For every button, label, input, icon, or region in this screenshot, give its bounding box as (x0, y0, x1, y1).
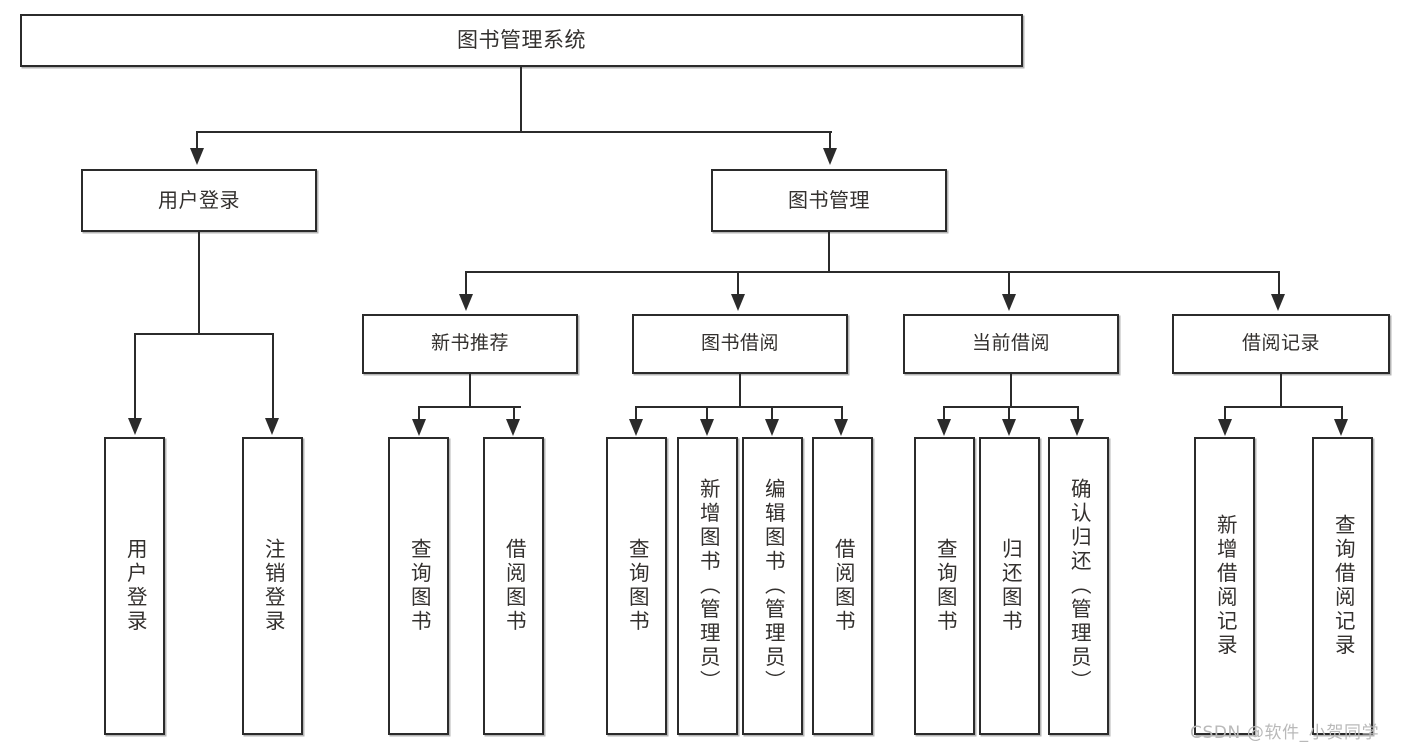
connector-user-login-drop-2 (271, 333, 274, 420)
connector-current-borrow-drop-1 (943, 406, 946, 420)
arrowhead-leaf-borrow-book-1 (506, 419, 521, 436)
connector-borrow-record-drop-1 (1224, 406, 1227, 420)
connector-new-book-drop-2 (512, 406, 515, 420)
connector-book-borrow-drop-3 (771, 406, 774, 420)
connector-book-manage-drop-3 (1008, 271, 1011, 295)
node-book-borrow[interactable]: 图书借阅 (632, 314, 848, 374)
node-label: 当前借阅 (971, 332, 1050, 355)
connector-current-borrow-drop-2 (1008, 406, 1011, 420)
arrowhead-leaf-confirm-return (1070, 419, 1085, 436)
connector-borrow-record-drop-2 (1340, 406, 1343, 420)
arrowhead-leaf-add-book (699, 419, 714, 436)
arrowhead-leaf-add-record (1217, 419, 1232, 436)
arrowhead-new-book-recommend (458, 294, 473, 311)
leaf-add-borrow-record[interactable]: 新增借阅记录 (1194, 437, 1255, 735)
node-label: 借阅记录 (1241, 332, 1320, 355)
connector-new-book-bus (418, 406, 521, 409)
node-label: 用户登录 (158, 188, 240, 213)
leaf-borrow-book[interactable]: 借阅图书 (812, 437, 873, 735)
node-label: 注销登录 (261, 538, 286, 634)
connector-book-borrow-bus (635, 406, 843, 409)
node-label: 图书管理系统 (457, 27, 586, 52)
connector-root-drop-left (196, 131, 199, 151)
connector-book-borrow-drop-4 (840, 406, 843, 420)
arrowhead-leaf-query-record (1334, 419, 1349, 436)
node-label: 新增图书（管理员） (696, 478, 721, 694)
node-label: 归还图书 (998, 538, 1023, 634)
node-label: 新书推荐 (430, 332, 509, 355)
node-borrow-record[interactable]: 借阅记录 (1172, 314, 1390, 374)
arrowhead-leaf-query-book-3 (936, 419, 951, 436)
arrowhead-borrow-record (1271, 294, 1286, 311)
leaf-query-book-current[interactable]: 查询图书 (914, 437, 975, 735)
arrowhead-leaf-borrow-book-2 (834, 419, 849, 436)
arrowhead-book-manage (822, 148, 837, 165)
node-label: 确认归还（管理员） (1067, 478, 1092, 694)
node-book-management[interactable]: 图书管理 (711, 169, 947, 232)
leaf-logout[interactable]: 注销登录 (242, 437, 303, 735)
connector-book-manage-drop-1 (465, 271, 468, 295)
leaf-user-login[interactable]: 用户登录 (104, 437, 165, 735)
connector-current-borrow-stem (1009, 374, 1013, 408)
node-user-login[interactable]: 用户登录 (81, 169, 317, 232)
connector-book-borrow-drop-2 (706, 406, 709, 420)
leaf-edit-book-admin[interactable]: 编辑图书（管理员） (742, 437, 803, 735)
connector-book-manage-stem (827, 232, 831, 273)
leaf-query-book-borrow[interactable]: 查询图书 (606, 437, 667, 735)
arrowhead-leaf-return-book (1001, 419, 1016, 436)
arrowhead-current-borrow (1001, 294, 1016, 311)
node-label: 查询图书 (625, 538, 650, 634)
node-label: 用户登录 (123, 538, 148, 634)
arrowhead-book-borrow (730, 294, 745, 311)
connector-new-book-stem (468, 374, 472, 408)
arrowhead-leaf-query-book-1 (411, 419, 426, 436)
leaf-return-book[interactable]: 归还图书 (979, 437, 1040, 735)
node-label: 新增借阅记录 (1213, 514, 1238, 658)
connector-root-stem (520, 67, 523, 133)
connector-new-book-drop-1 (418, 406, 421, 420)
node-root-system[interactable]: 图书管理系统 (20, 14, 1023, 67)
node-label: 查询图书 (407, 538, 432, 634)
leaf-query-book-recommend[interactable]: 查询图书 (388, 437, 449, 735)
connector-book-manage-bus (465, 271, 1280, 274)
node-label: 查询借阅记录 (1331, 514, 1356, 658)
node-label: 图书管理 (788, 188, 870, 213)
connector-borrow-record-bus (1224, 406, 1343, 409)
node-label: 编辑图书（管理员） (761, 478, 786, 694)
leaf-add-book-admin[interactable]: 新增图书（管理员） (677, 437, 738, 735)
arrowhead-leaf-edit-book (764, 419, 779, 436)
connector-book-borrow-drop-1 (635, 406, 638, 420)
node-new-book-recommend[interactable]: 新书推荐 (362, 314, 578, 374)
connector-root-drop-right (829, 131, 832, 151)
node-label: 借阅图书 (502, 538, 527, 634)
leaf-confirm-return-admin[interactable]: 确认归还（管理员） (1048, 437, 1109, 735)
connector-user-login-drop-1 (134, 333, 137, 420)
node-current-borrow[interactable]: 当前借阅 (903, 314, 1119, 374)
leaf-query-borrow-record[interactable]: 查询借阅记录 (1312, 437, 1373, 735)
node-label: 借阅图书 (831, 538, 856, 634)
leaf-borrow-book-recommend[interactable]: 借阅图书 (483, 437, 544, 735)
connector-book-borrow-stem (738, 374, 742, 408)
arrowhead-leaf-user-login (127, 418, 142, 435)
connector-current-borrow-bus (943, 406, 1078, 409)
node-label: 图书借阅 (700, 332, 779, 355)
connector-book-manage-drop-4 (1277, 271, 1280, 295)
connector-book-manage-drop-2 (737, 271, 740, 295)
node-label: 查询图书 (933, 538, 958, 634)
connector-root-bus (196, 131, 832, 134)
connector-user-login-bus (134, 333, 274, 336)
arrowhead-leaf-query-book-2 (628, 419, 643, 436)
arrowhead-user-login (189, 148, 204, 165)
connector-borrow-record-stem (1279, 374, 1283, 408)
connector-user-login-stem (197, 232, 201, 335)
arrowhead-leaf-logout (265, 418, 280, 435)
connector-current-borrow-drop-3 (1076, 406, 1079, 420)
